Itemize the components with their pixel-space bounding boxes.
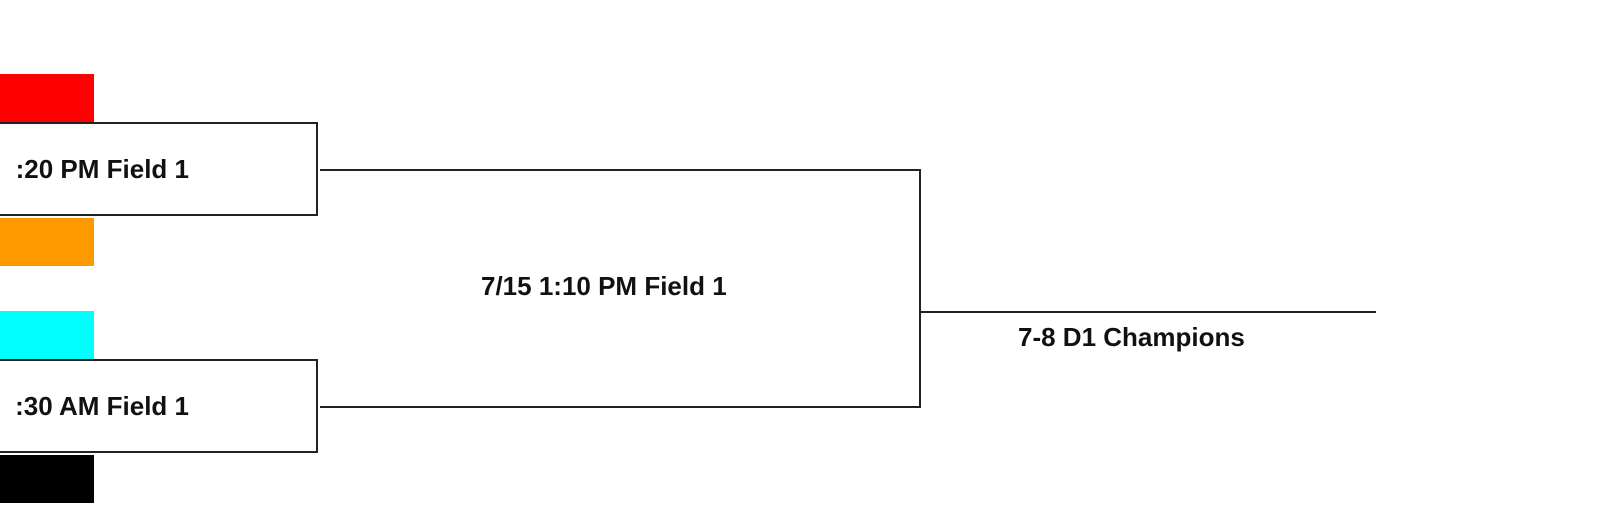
team-color-swatch-black xyxy=(0,455,94,503)
team-color-swatch-cyan xyxy=(0,311,94,359)
connector-game-2-to-final xyxy=(320,311,921,408)
semifinal-game-1-box: :20 PM Field 1 xyxy=(0,122,318,216)
champion-label: 7-8 D1 Champions xyxy=(1018,322,1245,352)
semifinal-game-2-label: :30 AM Field 1 xyxy=(15,390,189,421)
final-game-label: 7/15 1:10 PM Field 1 xyxy=(481,271,727,301)
team-color-swatch-orange xyxy=(0,218,94,266)
semifinal-game-1-label: :20 PM Field 1 xyxy=(15,153,189,184)
connector-game-1-to-final xyxy=(320,169,921,311)
team-color-swatch-red xyxy=(0,74,94,122)
semifinal-game-2-box: :30 AM Field 1 xyxy=(0,359,318,453)
